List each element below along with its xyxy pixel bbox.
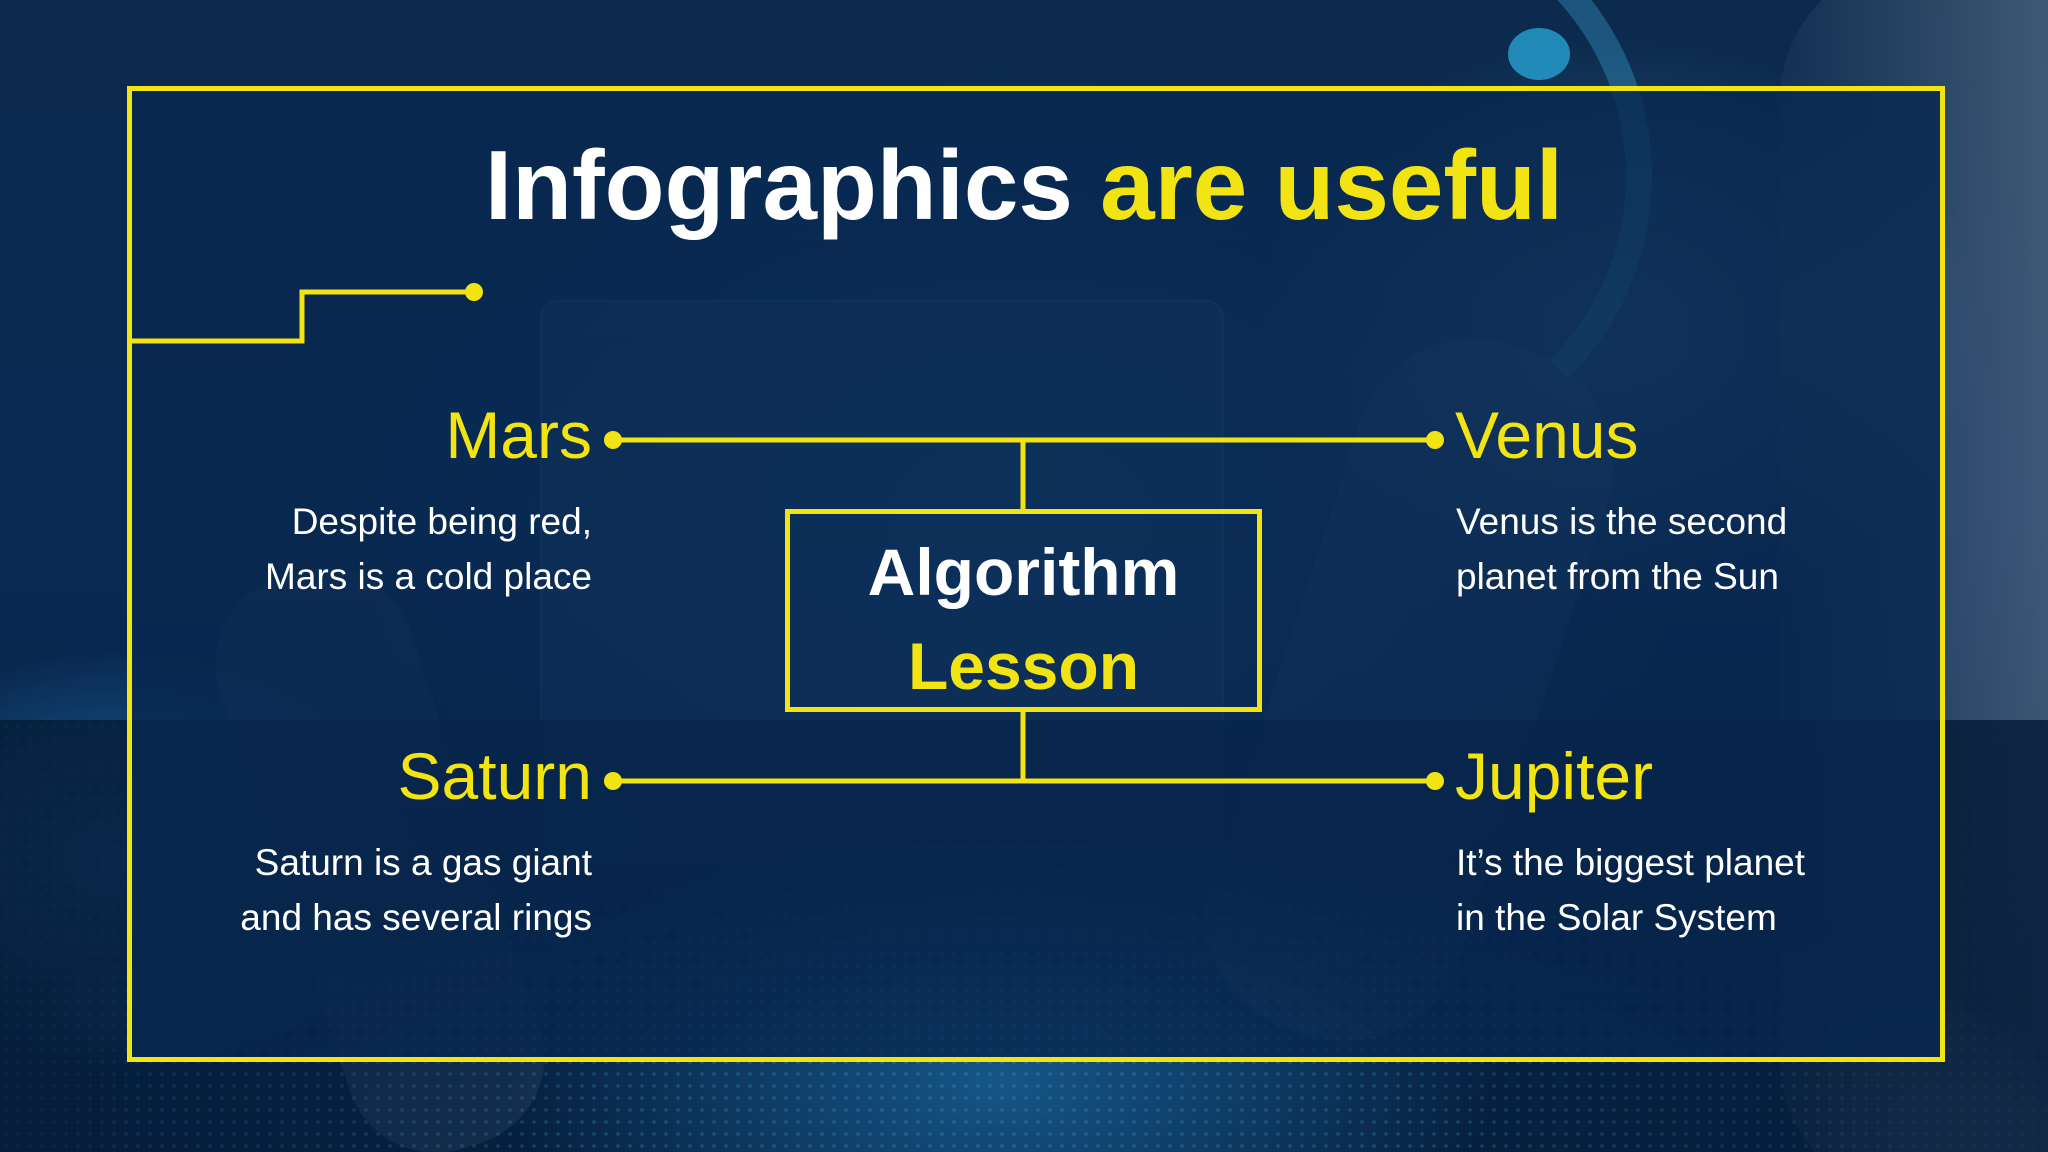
venus-desc-line2: planet from the Sun bbox=[1456, 556, 1779, 597]
corner-step-connector bbox=[130, 289, 474, 344]
center-node: Algorithm Lesson bbox=[785, 509, 1262, 712]
jupiter-title: Jupiter bbox=[1455, 739, 1654, 813]
corner-connector-dot bbox=[465, 283, 483, 301]
jupiter-connector-dot bbox=[1426, 772, 1444, 790]
jupiter-desc-line1: It’s the biggest planet bbox=[1456, 842, 1806, 883]
venus-connector-dot bbox=[1426, 431, 1444, 449]
mars-connector-dot bbox=[604, 431, 622, 449]
title-part-white: Infographics bbox=[484, 130, 1073, 240]
mars-desc-line2: Mars is a cold place bbox=[265, 556, 592, 597]
center-node-subtitle: Lesson bbox=[907, 629, 1140, 703]
background-badge-icon bbox=[1508, 28, 1570, 80]
title-part-accent: are useful bbox=[1100, 130, 1564, 240]
mars-desc-line1: Despite being red, bbox=[291, 501, 592, 542]
content-panel bbox=[127, 86, 1945, 1062]
center-node-title: Algorithm bbox=[867, 535, 1180, 609]
saturn-desc-line2: and has several rings bbox=[240, 897, 592, 938]
saturn-desc-line1: Saturn is a gas giant bbox=[254, 842, 592, 883]
venus-desc-line1: Venus is the second bbox=[1456, 501, 1788, 542]
mars-title: Mars bbox=[445, 398, 592, 472]
saturn-connector-dot bbox=[604, 772, 622, 790]
jupiter-desc-line2: in the Solar System bbox=[1456, 897, 1777, 938]
saturn-title: Saturn bbox=[397, 739, 592, 813]
venus-title: Venus bbox=[1455, 398, 1639, 472]
slide-title: Infographics are useful bbox=[0, 130, 2048, 240]
